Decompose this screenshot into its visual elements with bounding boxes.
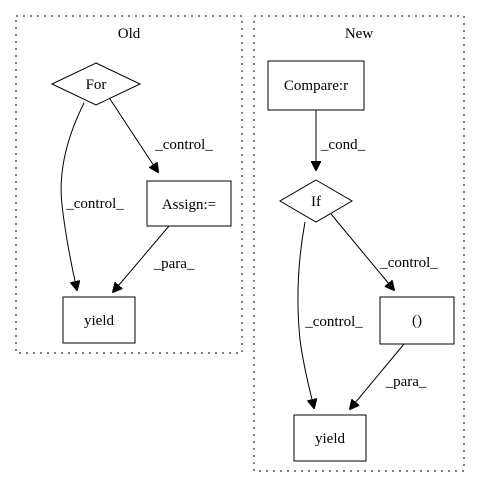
cluster-new: New [253,15,465,472]
node-new-yield: yield [293,414,367,462]
node-new-paren-label: () [412,313,422,329]
edge-old-for-assign-label: _control_ [154,137,213,153]
edge-new-compare-if-label: _cond_ [320,137,366,153]
edge-new-compare-if: _cond_ [316,110,366,170]
edge-new-paren-yield: _para_ [350,343,427,409]
node-new-if-label: If [311,194,321,210]
node-new-if: If [279,179,353,223]
cluster-new-border [253,15,465,472]
node-old-for-label: For [86,77,107,93]
node-new-paren: () [379,296,455,345]
cluster-new-label: New [345,26,373,42]
edge-new-if-yield-label: _control_ [304,314,363,330]
edge-old-for-assign: _control_ [107,95,213,172]
edge-old-assign-yield-label: _para_ [153,256,195,272]
edge-old-assign-yield: _para_ [113,225,195,292]
node-old-yield: yield [62,296,136,344]
node-old-yield-label: yield [84,313,114,329]
edge-new-if-paren: _control_ [330,213,438,290]
edge-new-paren-yield-label: _para_ [385,374,427,390]
node-new-compare-label: Compare:r [284,78,348,94]
edge-new-if-yield: _control_ [297,221,363,408]
node-old-assign: Assign:= [146,180,232,227]
cluster-old-border [15,15,243,354]
edge-old-for-yield: _control_ [60,102,124,290]
edge-old-for-yield-label: _control_ [65,196,124,212]
cluster-old-label: Old [118,26,141,42]
node-new-compare: Compare:r [267,60,365,111]
node-new-yield-label: yield [315,431,345,447]
edge-new-if-paren-label: _control_ [379,255,438,271]
node-old-for: For [50,62,142,106]
cluster-old: Old [15,15,243,354]
node-old-assign-label: Assign:= [162,197,216,213]
